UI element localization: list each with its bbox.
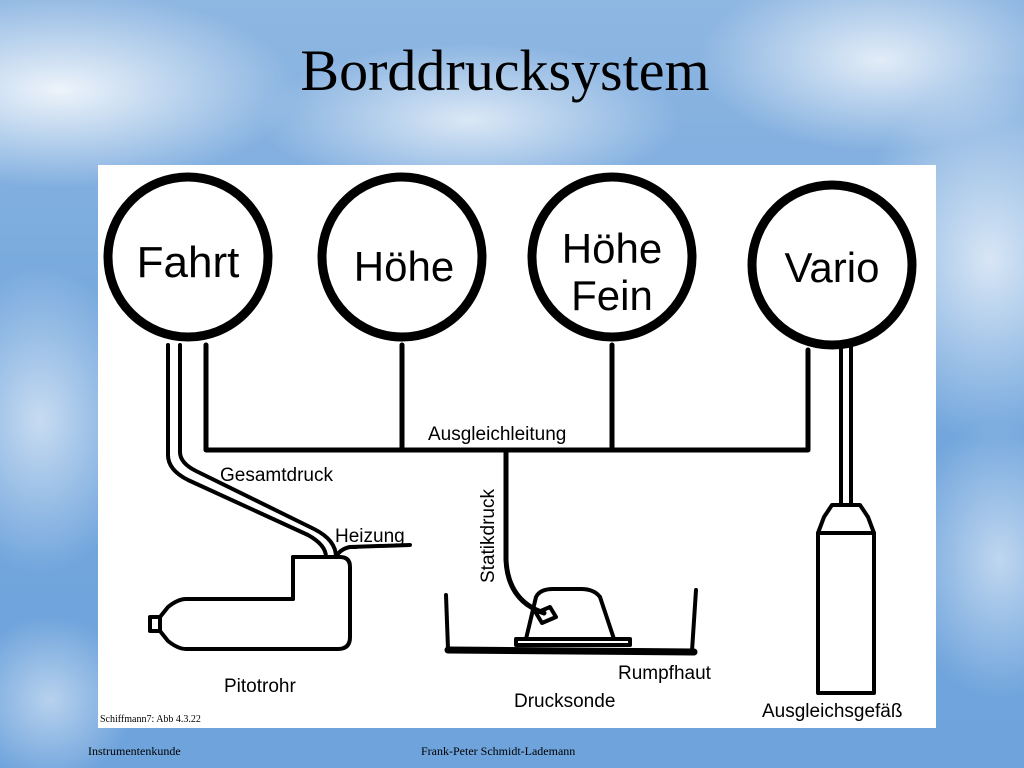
- label-fahrt: Fahrt: [137, 238, 240, 287]
- label-ausgleichleitung: Ausgleichleitung: [428, 424, 566, 445]
- gesamtdruck-pipe: [166, 343, 338, 559]
- label-statikdruck: Statikdruck: [478, 489, 499, 583]
- label-rumpfhaut: Rumpfhaut: [618, 663, 712, 684]
- slide-title: Borddrucksystem: [300, 38, 710, 103]
- rumpfhaut-wall: [444, 588, 698, 656]
- statikdruck-pipe: [503, 447, 547, 616]
- label-gesamtdruck: Gesamtdruck: [220, 465, 333, 486]
- label-ausgleichsgefaess: Ausgleichsgefäß: [762, 701, 902, 722]
- label-drucksonde: Drucksonde: [514, 691, 615, 712]
- footer-course: Instrumentenkunde: [88, 744, 181, 758]
- gauge-hoehe: [317, 172, 487, 342]
- label-hoehe: Höhe: [354, 243, 454, 290]
- label-hoehe-fein-line1: Höhe: [562, 225, 662, 272]
- label-pitotrohr: Pitotrohr: [224, 676, 296, 697]
- ausgleichsgefaess-vessel: [816, 503, 876, 695]
- label-heizung: Heizung: [335, 526, 405, 547]
- vario-hose: [839, 343, 853, 507]
- gauge-hoehe-fein: [527, 172, 697, 342]
- image-credit: Schiffmann7: Abb 4.3.22: [100, 714, 201, 725]
- drucksonde-probe: [514, 587, 632, 647]
- pressure-system-diagram: Fahrt Höhe Höhe Fein Vario Ausgleichleit…: [103, 172, 917, 722]
- gauge-vario: [747, 180, 917, 350]
- footer-author: Frank-Peter Schmidt-Lademann: [421, 744, 576, 758]
- pitot-tube: [148, 543, 412, 651]
- label-vario: Vario: [785, 244, 880, 291]
- label-hoehe-fein-line2: Fein: [571, 272, 653, 319]
- gauge-fahrt: [103, 172, 273, 342]
- diagram-panel: Fahrt Höhe Höhe Fein Vario Ausgleichleit…: [98, 165, 936, 728]
